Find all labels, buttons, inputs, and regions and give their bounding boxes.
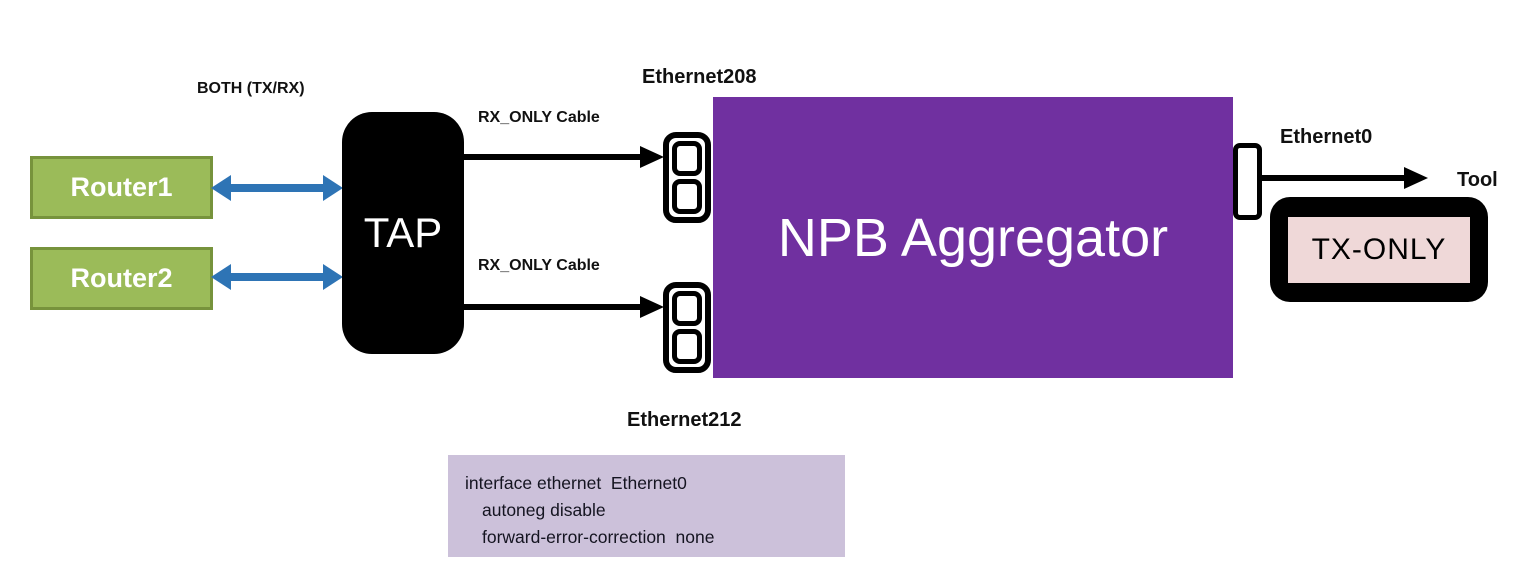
ethernet212-label: Ethernet212 (627, 409, 742, 431)
tx-only-label: TX-ONLY (1311, 232, 1447, 266)
router1-node: Router1 (30, 156, 213, 219)
both-txrx-label: BOTH (TX/RX) (197, 80, 305, 97)
tool-node: TX-ONLY (1270, 197, 1488, 302)
router2-node: Router2 (30, 247, 213, 310)
tx-only-box: TX-ONLY (1288, 216, 1470, 283)
tap-label: TAP (363, 209, 443, 256)
router2-label: Router2 (70, 263, 173, 293)
arrow-right-icon (464, 145, 664, 169)
rx-only-cable-bottom-label: RX_ONLY Cable (478, 257, 600, 274)
egress-port-icon (1233, 143, 1262, 220)
router1-label: Router1 (70, 172, 173, 202)
ethernet208-label: Ethernet208 (642, 66, 757, 88)
arrow-right-icon (464, 295, 664, 319)
npb-aggregator-label: NPB Aggregator (777, 207, 1169, 268)
double-arrow-icon (210, 174, 344, 202)
port-connector-icon (663, 132, 711, 223)
config-line: interface ethernet Ethernet0 (465, 473, 687, 493)
port-cell (672, 179, 702, 214)
double-arrow-icon (210, 263, 344, 291)
config-snippet-box: interface ethernet Ethernet0 autoneg dis… (448, 455, 845, 557)
port-cell (672, 291, 702, 326)
ethernet0-label: Ethernet0 (1280, 126, 1373, 148)
config-line: forward-error-correction none (482, 527, 715, 547)
npb-aggregator-node: NPB Aggregator (713, 97, 1233, 378)
port-cell (672, 141, 702, 176)
port-cell (672, 329, 702, 364)
arrow-right-icon (1262, 166, 1428, 190)
tap-node: TAP (342, 112, 464, 354)
tool-label: Tool (1457, 169, 1498, 191)
rx-only-cable-top-label: RX_ONLY Cable (478, 109, 600, 126)
port-connector-icon (663, 282, 711, 373)
config-line: autoneg disable (482, 500, 606, 520)
